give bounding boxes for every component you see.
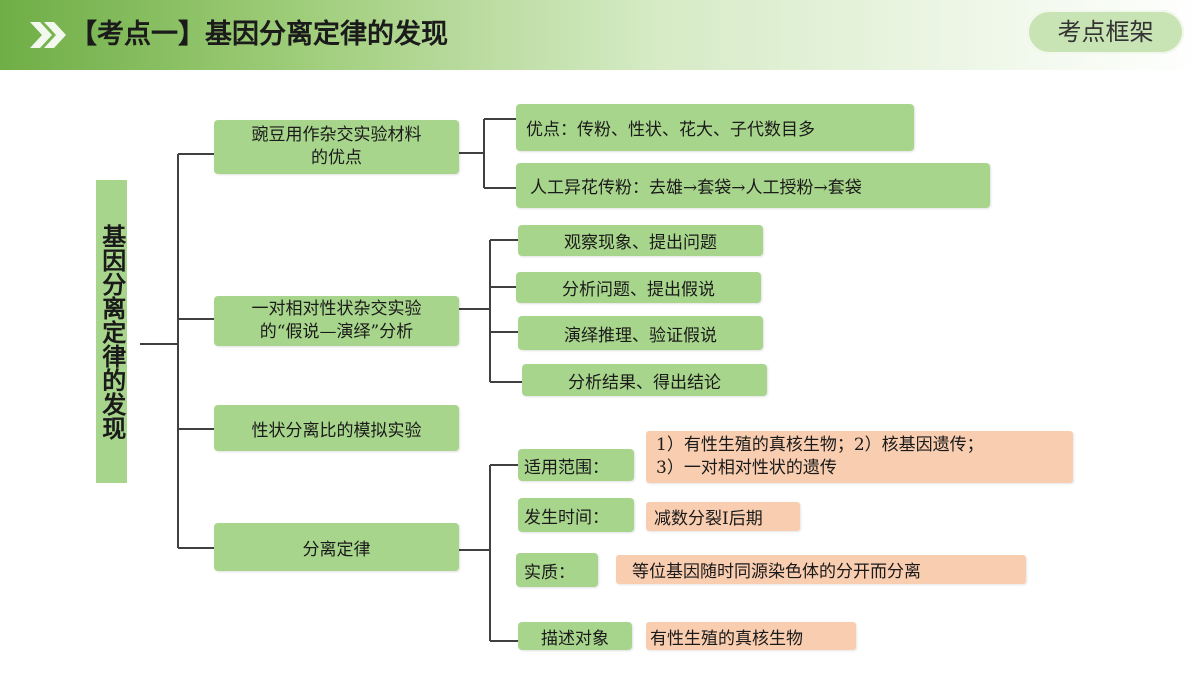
double-chevron-right-icon bbox=[30, 22, 66, 48]
header-bar bbox=[0, 0, 1200, 70]
branch-label-line: 性状分离比的模拟实验 bbox=[251, 420, 422, 441]
root-node: 基因分离定律的发现 bbox=[96, 180, 127, 483]
branch-label-line: 一对相对性状杂交实验 bbox=[251, 299, 422, 319]
value-timing: 减数分裂I后期 bbox=[646, 502, 800, 531]
leaf-deduction: 演绎推理、验证假说 bbox=[518, 316, 763, 350]
branch-label-line: 的优点 bbox=[311, 148, 362, 168]
branch-hypothesis-deduction: 一对相对性状杂交实验 的“假说—演绎”分析 bbox=[214, 296, 459, 346]
branch-label-line: 的“假说—演绎”分析 bbox=[259, 322, 414, 342]
branch-label-line: 分离定律 bbox=[302, 539, 371, 560]
section-tag: 考点框架 bbox=[1027, 10, 1184, 54]
value-line: 3）一对相对性状的遗传 bbox=[656, 458, 837, 478]
leaf-cross-pollination: 人工异花传粉：去雄→套袋→人工授粉→套袋 bbox=[516, 163, 990, 208]
value-object: 有性生殖的真核生物 bbox=[646, 622, 856, 650]
leaf-hypothesis: 分析问题、提出假说 bbox=[516, 272, 761, 303]
key-timing: 发生时间： bbox=[518, 498, 634, 532]
value-line: 1）有性生殖的真核生物；2）核基因遗传； bbox=[656, 435, 984, 455]
key-object: 描述对象 bbox=[518, 622, 632, 650]
value-essence: 等位基因随时同源染色体的分开而分离 bbox=[616, 555, 1026, 584]
branch-simulation: 性状分离比的模拟实验 bbox=[214, 405, 459, 451]
leaf-conclusion: 分析结果、得出结论 bbox=[522, 364, 767, 396]
branch-segregation-law: 分离定律 bbox=[214, 523, 459, 571]
value-scope: 1）有性生殖的真核生物；2）核基因遗传； 3）一对相对性状的遗传 bbox=[646, 431, 1073, 483]
key-scope: 适用范围： bbox=[518, 449, 634, 481]
page-title: 【考点一】基因分离定律的发现 bbox=[70, 19, 448, 50]
key-essence: 实质： bbox=[516, 553, 598, 587]
leaf-observe: 观察现象、提出问题 bbox=[518, 225, 763, 256]
branch-label-line: 豌豆用作杂交实验材料 bbox=[251, 125, 422, 145]
leaf-pea-advantages: 优点：传粉、性状、花大、子代数目多 bbox=[516, 104, 914, 151]
branch-pea-material: 豌豆用作杂交实验材料 的优点 bbox=[214, 120, 459, 174]
